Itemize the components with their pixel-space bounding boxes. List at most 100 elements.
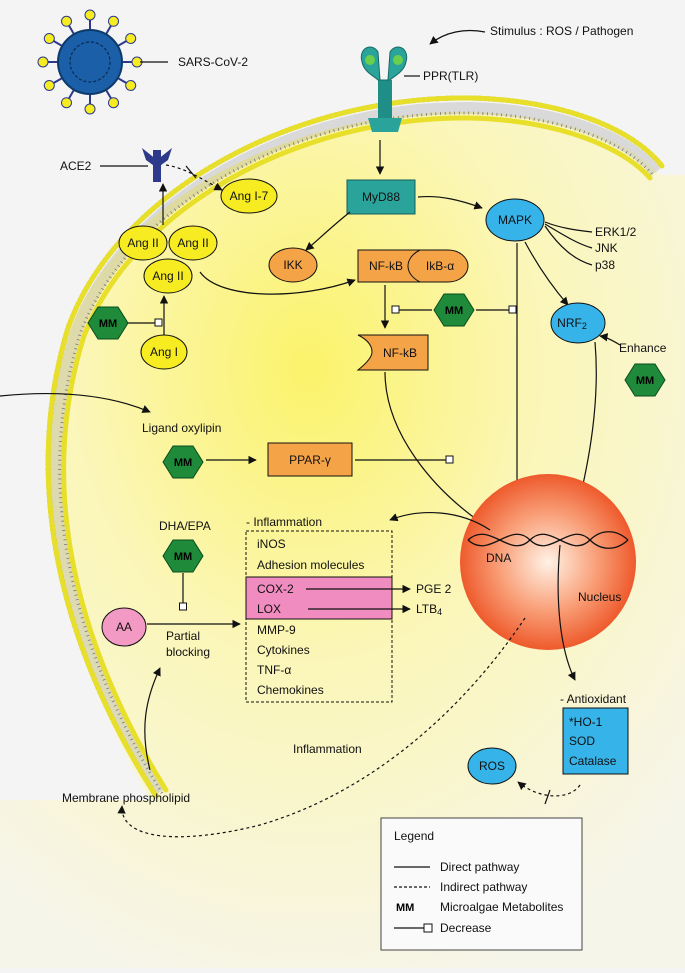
inflammation-item: Adhesion molecules [257,558,364,572]
inflammation-item: TNF-α [257,663,291,677]
ace2-label: ACE2 [60,159,92,173]
antioxidant-title: - Antioxidant [560,692,627,706]
ligand-label: Ligand oxylipin [142,421,221,435]
phospholipid-to-aa [144,667,161,771]
inflammation-item: Cytokines [257,643,310,657]
virus-spike-head [43,33,55,44]
sars-label: SARS-CoV-2 [178,55,248,69]
legend-indirect: Indirect pathway [440,880,527,894]
inflammation-item: COX-2 [257,582,294,596]
sars-cov-2-virus [37,9,168,115]
cell-interior [0,111,685,968]
antioxidant-to-ros [517,781,581,797]
ang2-node-1 [118,225,168,261]
ang1-label: Ang I [150,345,178,359]
nfkb-free-node [356,334,429,371]
virus-spike-head [43,80,55,91]
ang2-label-1: Ang II [127,236,158,250]
ikk-node [268,247,318,283]
virus-spike-head [125,33,137,44]
virus-spike-head [108,97,119,109]
virus-spike-head [108,15,119,27]
ikk-label: IKK [283,258,302,272]
pge2-label: PGE 2 [416,582,452,596]
membrane-label: Membrane phospholipid [62,791,190,805]
svg-text:MM: MM [174,457,192,469]
legend-mm-desc: Microalgae Metabolites [440,900,563,914]
stimulus-arrow [429,29,486,45]
ppar-node [267,442,353,477]
ace2-receptor [142,148,172,182]
ltb4-label: LTB4 [416,602,442,617]
nucleus [460,474,636,650]
inflammation-item: LOX [257,602,281,616]
virus-spike-head [84,103,96,115]
inflammation-item: iNOS [257,537,286,551]
ros-node [467,747,517,785]
ppr-label: PPR(TLR) [423,69,478,83]
ikba-node [407,249,469,283]
legend: Legend Direct pathway Indirect pathway M… [380,817,583,951]
virus-spike-head [61,15,72,27]
mapk-node [485,198,545,242]
nrf2-node [550,302,606,344]
virus-spike-head [61,97,72,109]
cell-membrane [45,95,665,799]
ang2-label-3: Ang II [152,269,183,283]
ace2-to-ang17 [165,164,223,191]
legend-direct: Direct pathway [440,860,519,874]
antioxidant-box [562,707,629,775]
mm-hexagon-ppar: MM [162,445,204,479]
inflammation-title: - Inflammation [246,515,322,529]
enhance-arrow [599,333,621,346]
inflammation-item: MMP-9 [257,623,296,637]
dna-to-antioxidant [557,544,576,681]
mm-hexagon-ang: MM [87,306,129,340]
nfkb-to-dna [384,371,493,531]
mm-hexagon-nrf2: MM [624,363,666,397]
inflammation-label: Inflammation [293,742,362,756]
ligand-arrow [0,393,151,413]
ang2-to-nfkb [199,271,356,295]
ros-label: ROS [479,759,505,773]
mapk-to-nrf2 [524,241,569,306]
antioxidant-item: SOD [569,734,595,748]
ang17-node [220,178,278,214]
inflammation-box: - Inflammation iNOS Adhesion molecules C… [245,515,393,703]
myd88-to-mapk [417,195,483,210]
svg-text:MM: MM [636,375,654,387]
tlr-receptor [360,46,408,132]
ppar-label: PPAR-γ [289,453,331,467]
ikba-label: IkB-α [426,259,454,273]
ang2-label-2: Ang II [177,236,208,250]
antioxidant-item: Catalase [569,754,617,768]
virus-spike-head [84,9,96,21]
nfkb-label: NF-kB [369,259,403,273]
aa-node [101,607,147,647]
virus-spike-head [125,80,137,91]
myd88-to-ikk [305,211,351,251]
partial-label-1: Partial [166,629,200,643]
legend-decrease: Decrease [440,921,492,935]
legend-mm-key: MM [396,902,414,914]
erk-label: ERK1/2 [595,225,637,239]
cox-lox-highlight [245,576,393,620]
nrf2-label: NRF2 [557,316,587,331]
partial-label-2: blocking [166,645,210,659]
inflammation-feedback [117,617,526,838]
antioxidant-item: *HO-1 [569,715,603,729]
jnk-label: JNK [595,241,618,255]
aa-label: AA [116,620,132,634]
myd88-node [346,179,416,215]
dna-to-inflammation [389,512,491,531]
dna-label: DNA [486,551,511,565]
dha-label: DHA/EPA [159,519,211,533]
mapk-label: MAPK [498,213,532,227]
ang2-node-3 [143,258,193,294]
nucleus-label: Nucleus [578,590,621,604]
svg-text:MM: MM [99,318,117,330]
mm-hexagon-nfkb: MM [433,293,475,327]
legend-title: Legend [394,829,434,843]
